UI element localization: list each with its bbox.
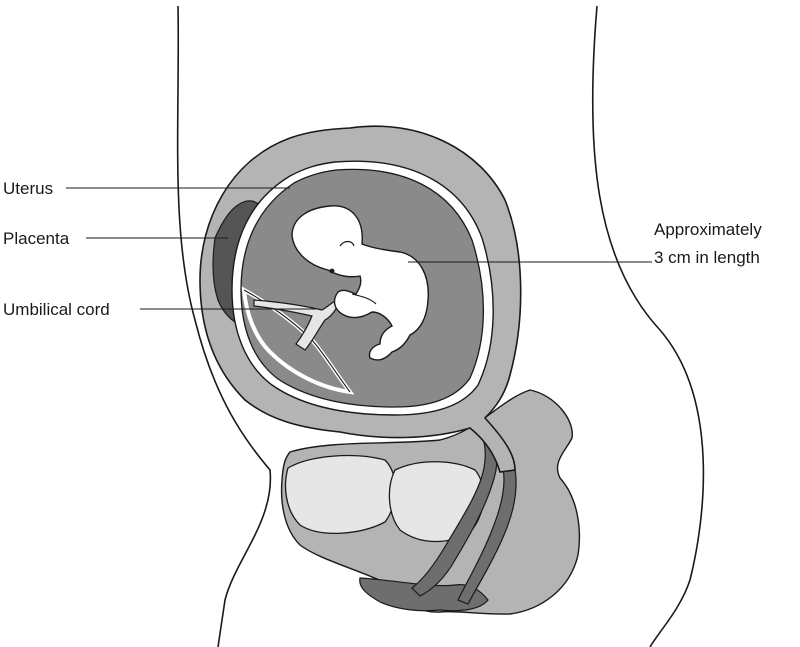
label-size-line2: 3 cm in length bbox=[654, 248, 760, 267]
back-body-outline bbox=[176, 5, 272, 647]
label-size-line1: Approximately bbox=[654, 220, 762, 239]
label-umbilical-cord: Umbilical cord bbox=[3, 300, 110, 319]
embryo-arm bbox=[351, 293, 377, 305]
label-placenta: Placenta bbox=[3, 229, 70, 248]
front-body-outline bbox=[591, 5, 705, 647]
umbilical-cord bbox=[253, 297, 341, 351]
embryo bbox=[291, 205, 429, 361]
embryo-ear bbox=[339, 240, 355, 247]
embryo-eye bbox=[329, 268, 335, 274]
label-uterus: Uterus bbox=[3, 179, 53, 198]
pelvic-bone-left bbox=[284, 454, 397, 534]
